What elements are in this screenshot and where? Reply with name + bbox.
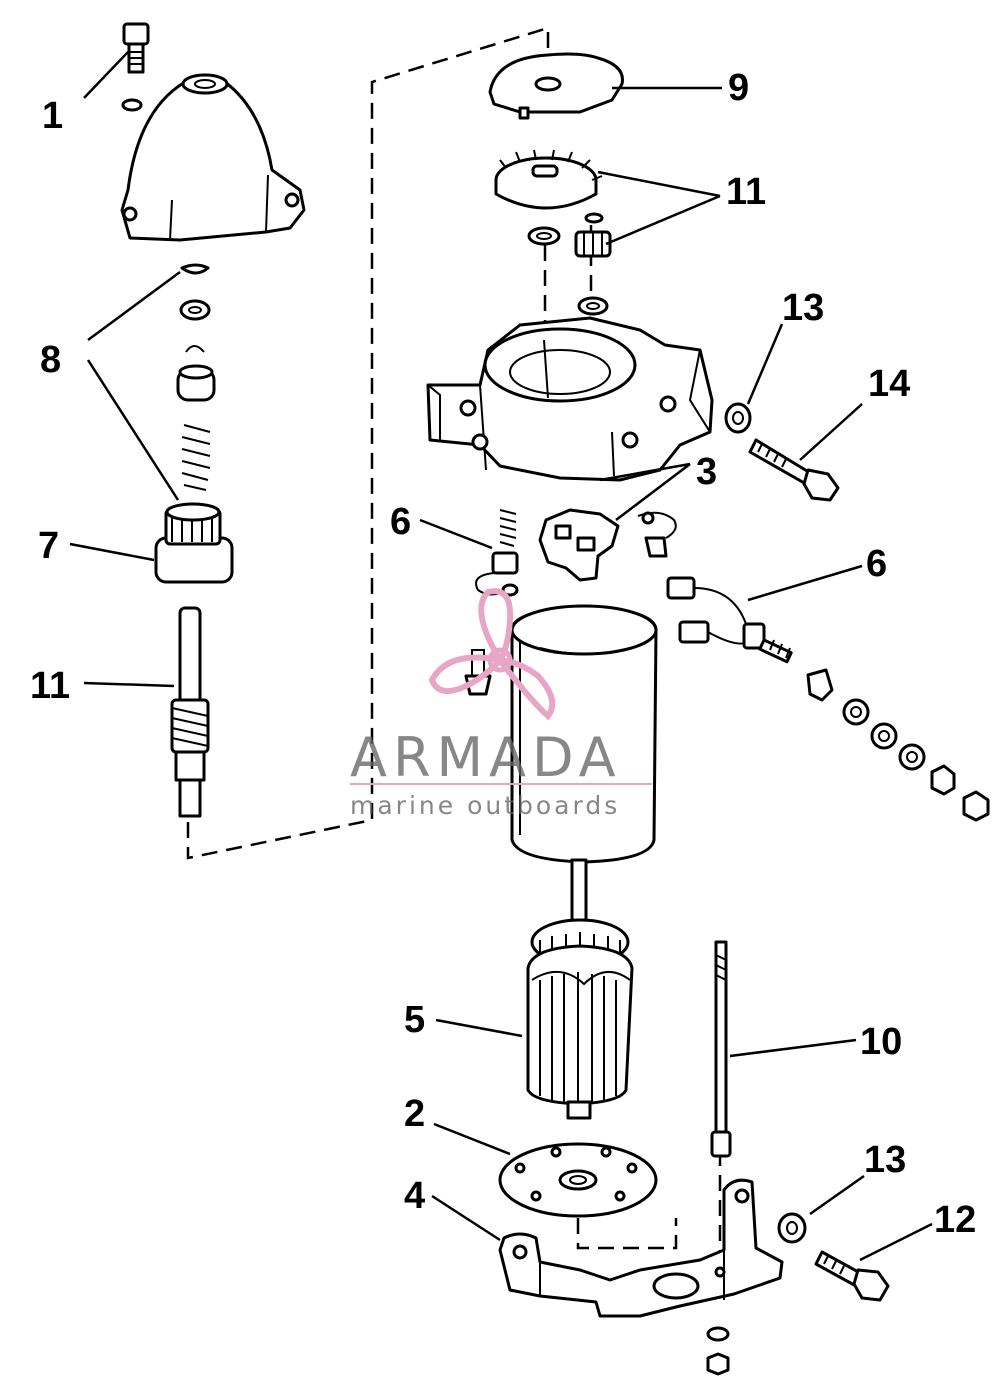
retainer-parts-8 [176,263,216,491]
frame-housing-part-3 [426,316,714,482]
mount-dashed-line [576,1150,722,1268]
bolt-part-14 [748,438,840,502]
callout-13-top: 13 [782,287,824,329]
callout-10: 10 [860,1021,902,1063]
callout-8: 8 [40,339,61,381]
callout-7: 7 [38,525,59,567]
brush-lead-part-6 [666,576,793,664]
helix-shaft-part-11 [170,606,210,818]
end-plate-part-2 [498,1142,658,1218]
callout-3: 3 [696,451,717,493]
callout-6-right: 6 [866,543,887,585]
brush-spring-part-6 [475,509,519,597]
washer-part-13-top [724,402,752,434]
screw-part-1 [121,22,150,112]
cover-plate-part-9 [488,52,624,120]
callout-4: 4 [404,1175,425,1217]
terminal-hardware [806,668,990,822]
callout-6-left: 6 [390,501,411,543]
armada-watermark: ARMADA marine outboards [350,588,652,820]
armature-part-5 [526,858,634,1120]
callout-9: 9 [728,67,749,109]
propeller-logo-icon [428,588,556,721]
gear-set-part-11 [494,149,612,316]
bolt-part-12 [814,1250,890,1302]
callout-labels: 1 2 3 4 5 6 6 7 8 9 10 11 11 12 13 13 14 [30,67,976,1241]
watermark-subtitle: marine outboards [350,791,620,820]
callout-12: 12 [934,1199,976,1241]
callout-1: 1 [42,95,63,137]
field-frame-cylinder [510,604,658,864]
callout-11-left: 11 [30,665,70,707]
washer-part-13-bottom [777,1212,807,1244]
drive-housing-cap [120,73,306,242]
callout-13-bottom: 13 [864,1139,906,1181]
mounting-bracket-part-4 [498,1178,784,1318]
leader-lines [69,51,933,1262]
assembly-dashed-line [186,26,550,860]
pinion-gear-part-7 [154,502,234,584]
callout-14: 14 [868,363,910,405]
thru-bolt-part-10 [710,940,732,1158]
callout-2: 2 [404,1093,425,1135]
watermark-title: ARMADA [350,726,622,789]
callout-11-top: 11 [726,171,766,213]
callout-5: 5 [404,999,425,1041]
brush-holder-part-3 [538,508,677,582]
bottom-nut-washer [706,1326,730,1376]
